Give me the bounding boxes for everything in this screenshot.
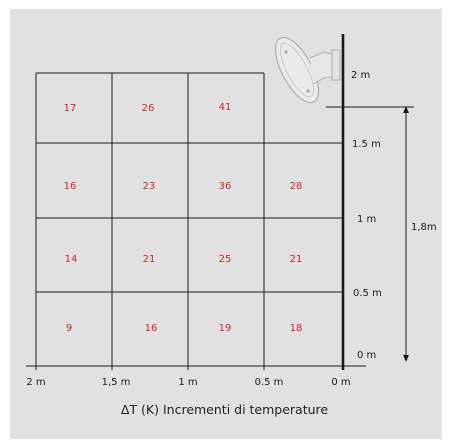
y-axis-labels: 2 m 1.5 m 1 m 0.5 m 0 m 1,8m (351, 70, 437, 361)
y-tick-label: 0.5 m (353, 288, 382, 299)
cell-value: 9 (66, 323, 72, 334)
cell-value: 18 (290, 323, 303, 334)
cell-value: 28 (290, 181, 303, 192)
cell-value: 36 (219, 181, 232, 192)
y-tick-label: 1.5 m (352, 139, 381, 150)
wall-mounted-heater-icon (274, 36, 341, 104)
height-dimension-arrow (403, 106, 409, 362)
cell-value: 14 (65, 254, 78, 265)
height-dimension-label: 1,8m (411, 222, 437, 233)
grid-lines (26, 72, 366, 370)
x-tick-label: 2 m (26, 377, 45, 388)
cell-value: 17 (64, 103, 77, 114)
cell-value: 41 (219, 102, 232, 113)
y-tick-label: 2 m (351, 70, 370, 81)
x-axis-labels: 2 m 1,5 m 1 m 0.5 m 0 m (26, 377, 350, 388)
caption: ΔT (K) Incrementi di temperature (120, 402, 329, 417)
cell-value: 21 (290, 254, 303, 265)
x-tick-label: 0 m (331, 377, 350, 388)
y-tick-label: 0 m (357, 350, 376, 361)
cell-value: 21 (143, 254, 156, 265)
temperature-values: 17 26 41 16 23 36 28 14 21 25 21 9 16 19… (64, 102, 303, 334)
y-tick-label: 1 m (357, 214, 376, 225)
x-tick-label: 1 m (178, 377, 197, 388)
cell-value: 16 (64, 181, 77, 192)
cell-value: 26 (142, 103, 155, 114)
cell-value: 25 (219, 254, 232, 265)
cell-value: 19 (219, 323, 232, 334)
x-tick-label: 1,5 m (102, 377, 131, 388)
cell-value: 16 (145, 323, 158, 334)
x-tick-label: 0.5 m (255, 377, 284, 388)
diagram-panel (10, 9, 442, 439)
cell-value: 23 (143, 181, 156, 192)
